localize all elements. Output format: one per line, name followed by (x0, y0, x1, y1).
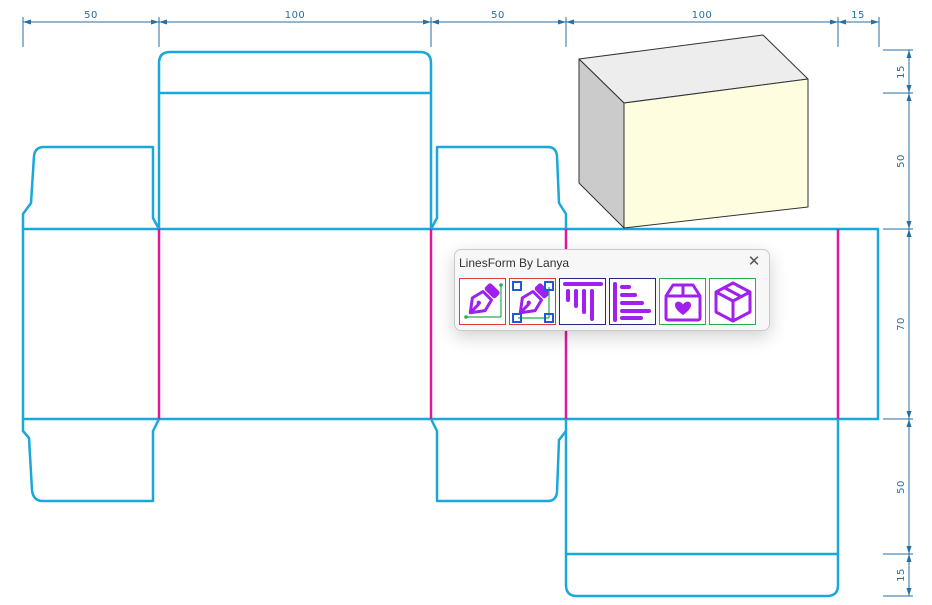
dim-right-2: 50 (896, 154, 907, 168)
dim-right-5: 15 (896, 568, 907, 582)
dim-top-3: 50 (491, 10, 505, 21)
close-button[interactable]: ✕ (745, 253, 763, 271)
pen-select-icon (511, 280, 554, 323)
align-top-tool-button[interactable] (559, 278, 606, 325)
pen-icon (463, 282, 503, 319)
bottom-dust-flap-left (21, 418, 161, 503)
dim-top-1: 50 (84, 10, 98, 21)
align-left-tool-button[interactable] (609, 278, 656, 325)
dim-top-4: 100 (692, 10, 713, 21)
dim-right-3: 70 (896, 317, 907, 331)
right-dimension-arrows (906, 50, 912, 596)
top-dimension-arrows (23, 19, 879, 25)
box-heart-tool-button[interactable] (659, 278, 706, 325)
tool-row (459, 278, 756, 325)
top-dust-flap-right (429, 145, 568, 230)
box-3d-preview (578, 34, 809, 229)
pen-tool-button[interactable] (459, 278, 506, 325)
dim-right-4: 50 (896, 480, 907, 494)
box-heart-icon (664, 283, 701, 321)
close-icon: ✕ (747, 253, 761, 270)
cut-lines (21, 50, 880, 598)
top-tuck-flap (157, 50, 433, 229)
align-left-lines-icon (612, 281, 651, 322)
box-3d-icon (714, 281, 751, 322)
right-dimensions (883, 49, 913, 597)
dim-top-2: 100 (285, 10, 306, 21)
top-dust-flap-left (21, 145, 161, 230)
bottom-dust-flap-right (429, 418, 567, 503)
panel-title: LinesForm By Lanya (459, 256, 570, 270)
box-front-face (623, 78, 809, 229)
bottom-tuck-flap (564, 419, 840, 598)
align-top-lines-icon (562, 281, 603, 321)
box-3d-tool-button[interactable] (709, 278, 756, 325)
linesform-panel: LinesForm By Lanya ✕ (454, 249, 770, 331)
dim-right-1: 15 (896, 65, 907, 79)
dim-top-5: 15 (851, 10, 865, 21)
pen-select-tool-button[interactable] (509, 278, 556, 325)
body-band (21, 227, 880, 421)
